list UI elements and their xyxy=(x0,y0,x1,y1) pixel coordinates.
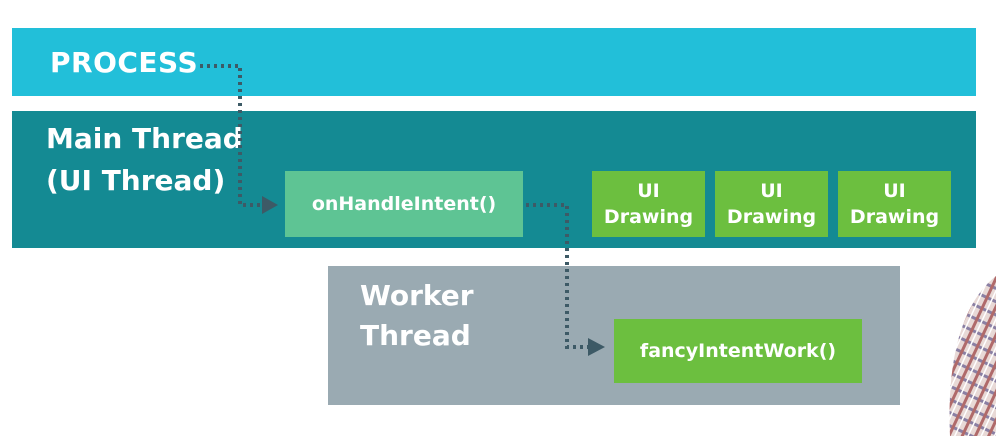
presenter-photo-fragment xyxy=(916,276,996,436)
ui-drawing-2-line2: Drawing xyxy=(726,206,817,228)
process-label: PROCESS xyxy=(50,46,199,79)
fancy-intent-work-box: fancyIntentWork() xyxy=(614,319,862,383)
ui-drawing-1-line2: Drawing xyxy=(603,206,694,228)
main-thread-label: Main Thread (UI Thread) xyxy=(46,118,243,202)
ui-drawing-3-line2: Drawing xyxy=(849,206,940,228)
ui-drawing-box-1: UI Drawing xyxy=(592,171,705,237)
main-thread-label-line1: Main Thread xyxy=(46,122,243,155)
worker-thread-label-line1: Worker xyxy=(360,279,474,312)
ui-drawing-2-line1: UI xyxy=(760,180,783,202)
main-thread-label-line2: (UI Thread) xyxy=(46,164,226,197)
ui-drawing-1-line1: UI xyxy=(637,180,660,202)
process-bar xyxy=(12,28,976,96)
handle-intent-to-worker-connector xyxy=(526,203,605,356)
ui-drawing-box-2: UI Drawing xyxy=(715,171,828,237)
on-handle-intent-box: onHandleIntent() xyxy=(285,171,523,237)
worker-thread-label: Worker Thread xyxy=(360,276,474,356)
process-to-handle-intent-connector xyxy=(200,64,278,214)
ui-drawing-box-3: UI Drawing xyxy=(838,171,951,237)
worker-thread-label-line2: Thread xyxy=(360,319,471,352)
ui-drawing-3-line1: UI xyxy=(883,180,906,202)
